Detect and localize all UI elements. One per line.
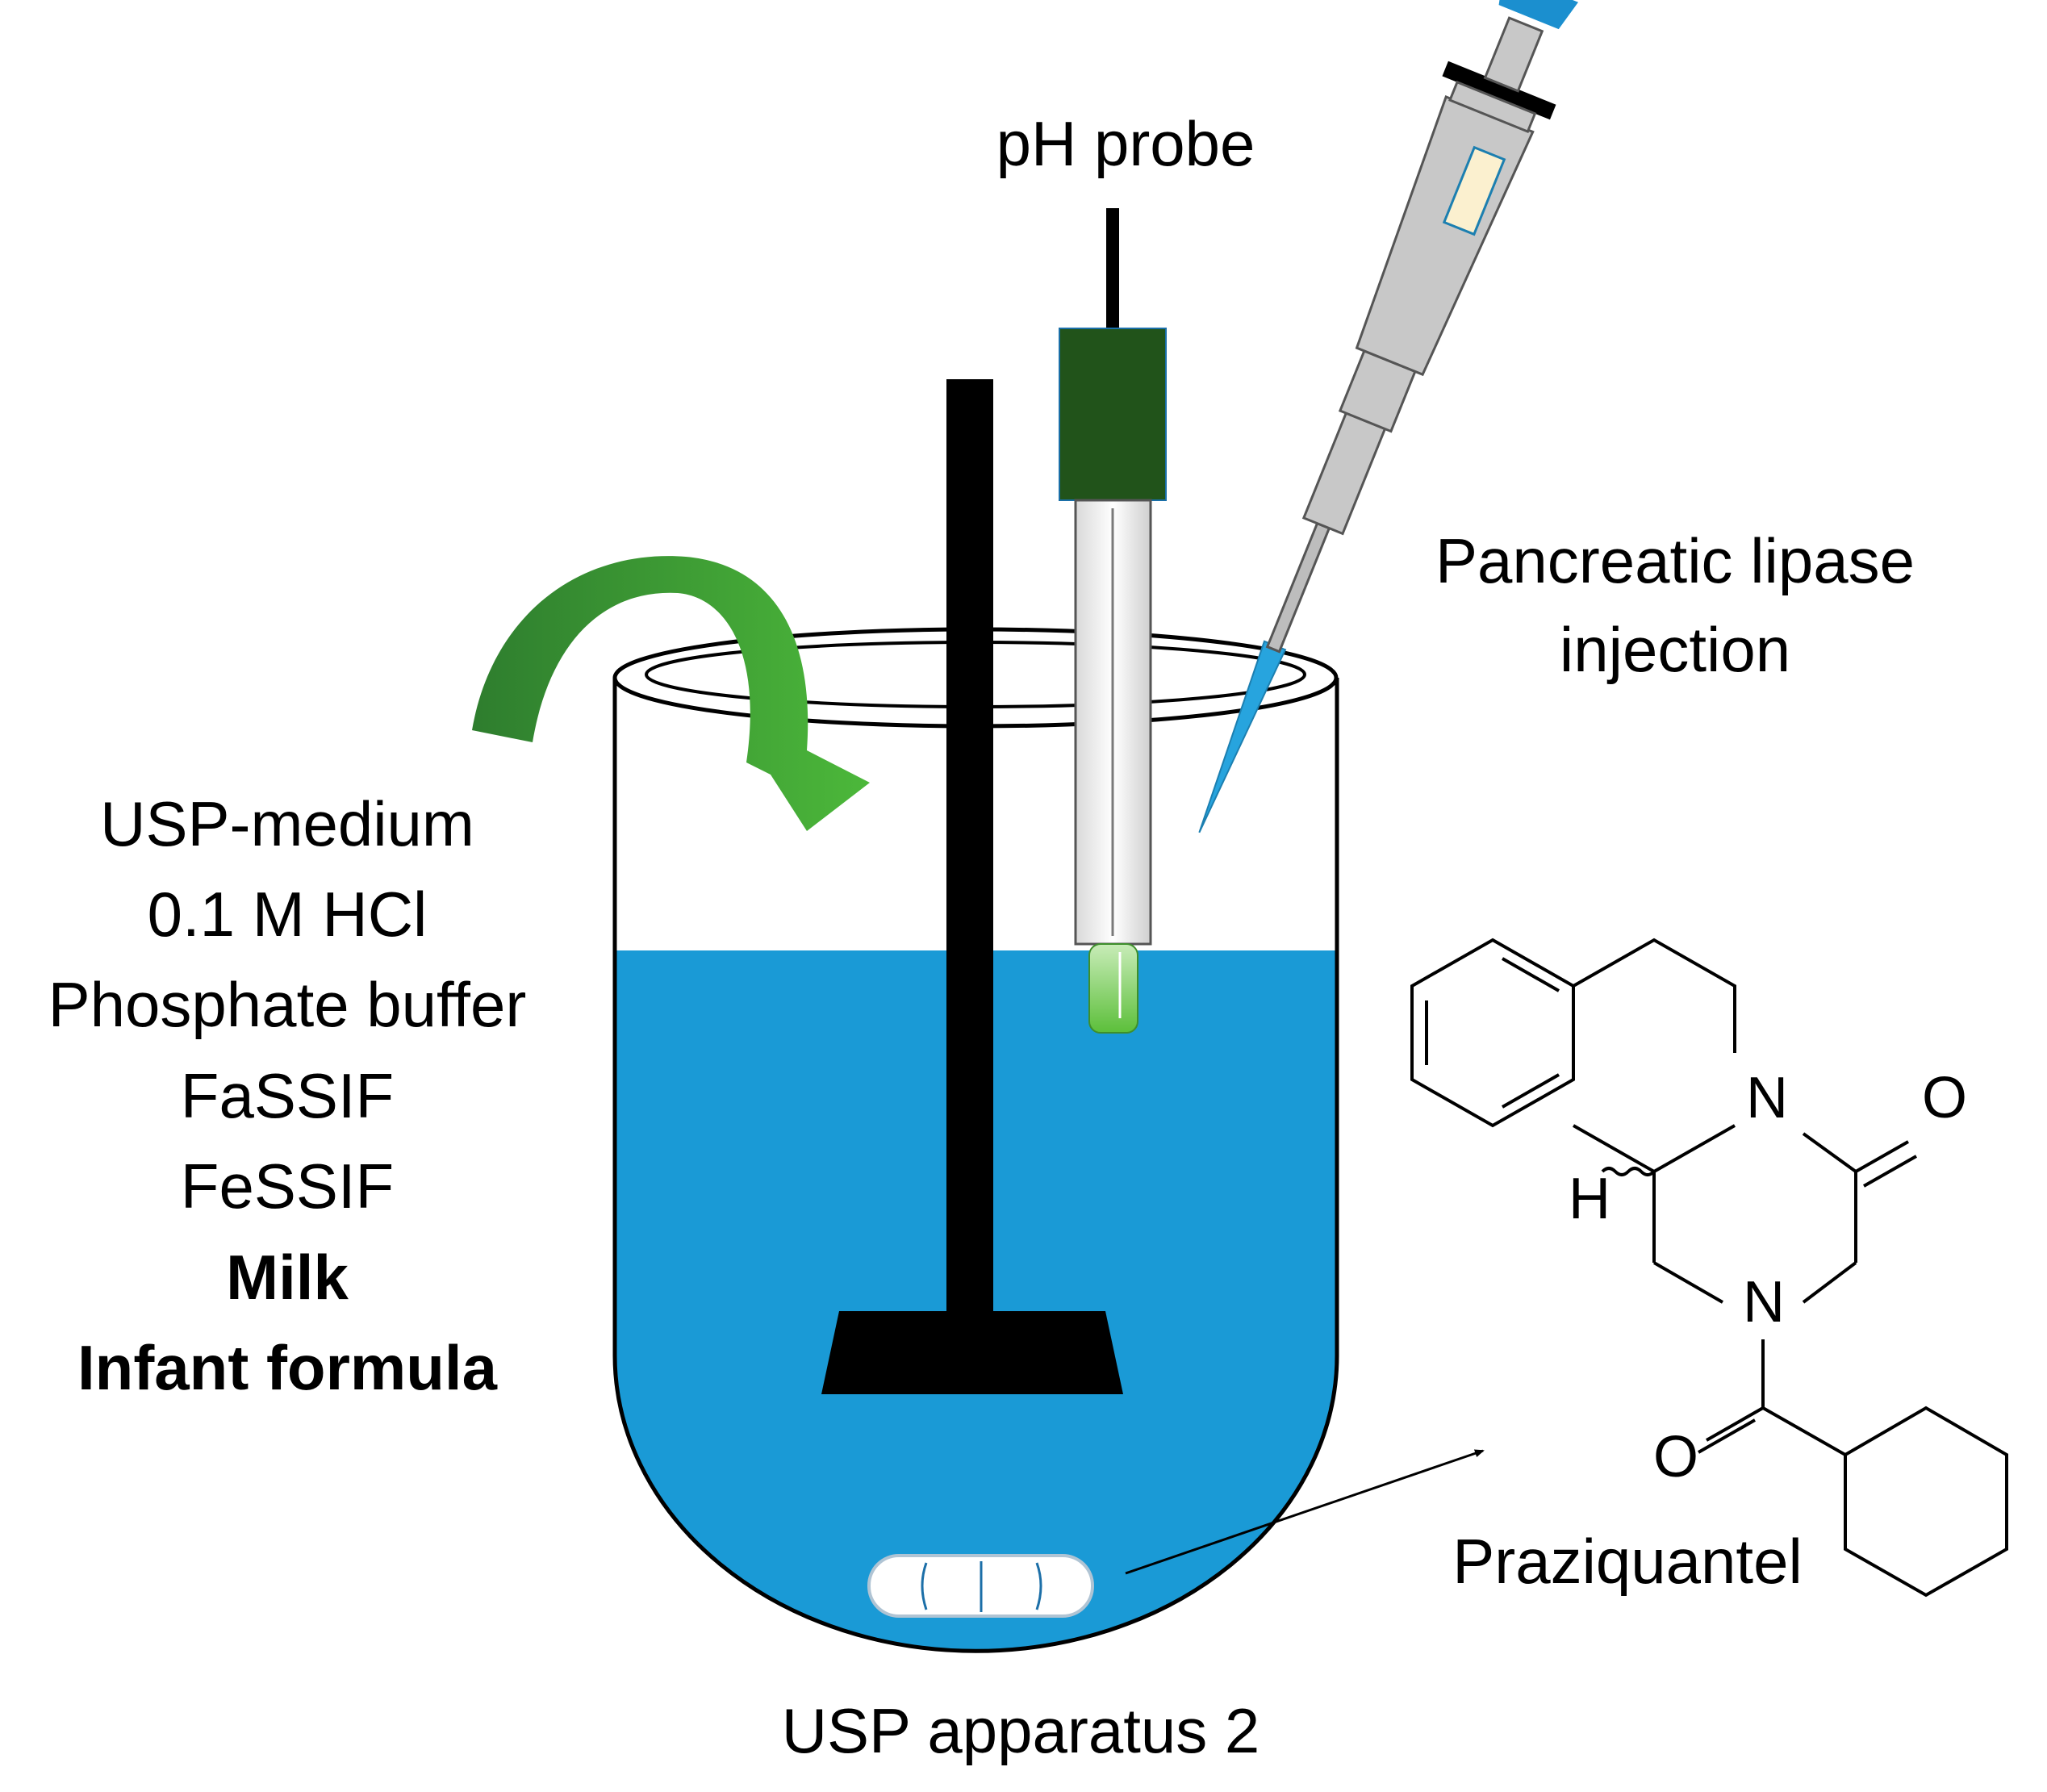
media-item-bold: Milk	[226, 1242, 349, 1313]
structure-atom-labels: N O H N O	[1569, 1066, 1967, 1489]
beaker	[612, 678, 1339, 1653]
pipette	[1198, 0, 1579, 833]
media-item: FaSSIF	[181, 1060, 394, 1131]
pipette-button	[1498, 0, 1579, 30]
pipette-tip	[1198, 640, 1287, 833]
atom-o1: O	[1922, 1066, 1967, 1130]
tablet	[867, 1554, 1094, 1618]
pipette-body	[1355, 94, 1535, 377]
ph-probe-tip	[1088, 943, 1138, 1034]
paddle-shaft	[946, 379, 993, 1323]
atom-n2: N	[1743, 1270, 1785, 1335]
tablet-to-structure-arrow	[1125, 1449, 1485, 1575]
paddle-blade	[821, 1311, 1123, 1394]
ph-probe	[1059, 208, 1167, 1034]
atom-n1: N	[1746, 1066, 1788, 1130]
ph-probe-cap	[1059, 328, 1167, 501]
drug-label: Praziquantel	[1452, 1526, 1803, 1597]
media-item: 0.1 M HCl	[148, 879, 428, 950]
apparatus-label: USP apparatus 2	[782, 1695, 1260, 1766]
pipette-display	[1442, 145, 1506, 236]
lipase-label-line1: Pancreatic lipase	[1435, 525, 1915, 596]
ph-probe-label: pH probe	[996, 108, 1255, 179]
lipase-label-line2: injection	[1560, 614, 1790, 685]
media-item: USP-medium	[100, 788, 474, 859]
ph-probe-cable	[1106, 208, 1119, 329]
atom-h: H	[1569, 1167, 1610, 1231]
atom-o2: O	[1653, 1425, 1698, 1489]
praziquantel-structure	[1410, 938, 2008, 1598]
media-item: FeSSIF	[181, 1151, 394, 1222]
rotation-arrow	[472, 556, 870, 831]
media-list: USP-medium 0.1 M HCl Phosphate buffer Fa…	[48, 788, 527, 1403]
media-item: Phosphate buffer	[48, 969, 527, 1040]
media-item-bold: Infant formula	[77, 1332, 498, 1403]
